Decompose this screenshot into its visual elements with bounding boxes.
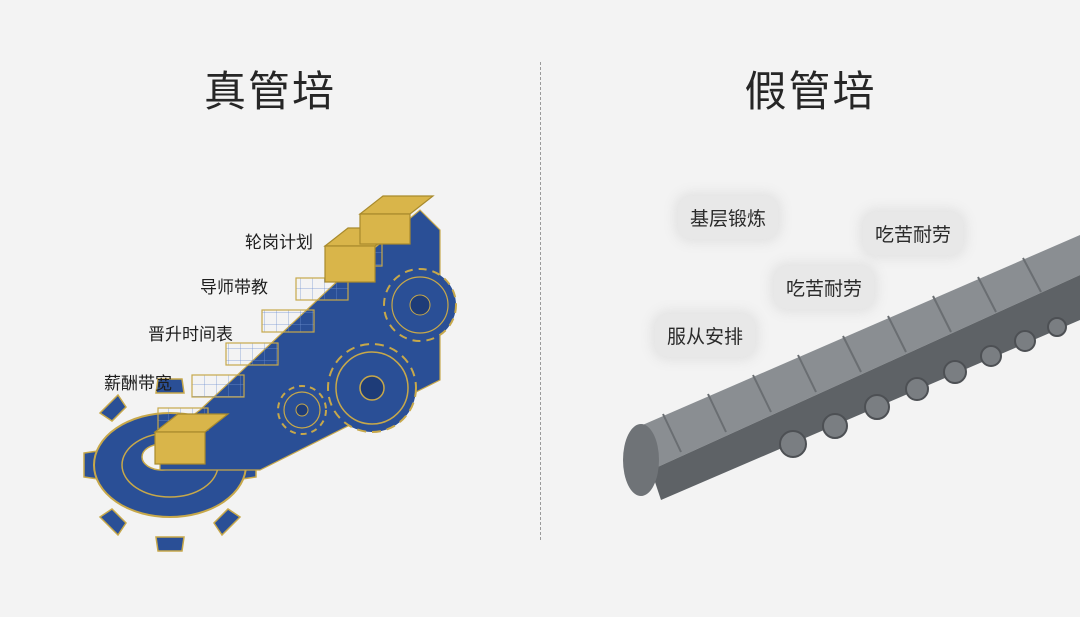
fake-trainee-panel: 假管培 基层锻炼 <box>541 0 1080 617</box>
stair-label-promotion-timeline: 晋升时间表 <box>148 325 233 345</box>
fake-trainee-title: 假管培 <box>744 67 877 116</box>
bubble-hardworking-2: 吃苦耐劳 <box>774 266 875 309</box>
bubble-hardworking-1: 吃苦耐劳 <box>863 212 964 255</box>
center-divider <box>540 62 541 540</box>
bubble-grassroots-training: 基层锻炼 <box>678 196 779 239</box>
stair-label-salary-band: 薪酬带宽 <box>104 374 172 394</box>
staircase-gears-illustration <box>83 195 457 552</box>
bubble-obey-arrangement: 服从安排 <box>655 314 756 357</box>
stair-label-mentor: 导师带教 <box>200 278 268 298</box>
conveyor-belt-illustration <box>623 235 1080 500</box>
true-trainee-panel: 真管培 <box>83 67 457 552</box>
true-trainee-title: 真管培 <box>203 67 336 116</box>
upper-gear-icon <box>383 268 457 342</box>
small-gear-icon <box>277 385 327 435</box>
stair-label-rotation-plan: 轮岗计划 <box>245 233 313 253</box>
medium-gear-icon <box>327 343 417 433</box>
